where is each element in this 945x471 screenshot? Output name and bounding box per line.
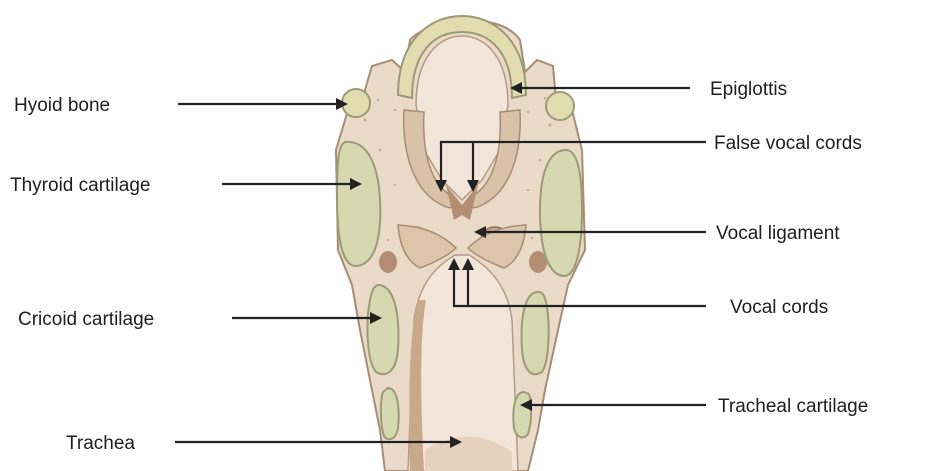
label-cricoid-cartilage: Cricoid cartilage [18,309,154,330]
hyoid-bone-left [342,89,370,117]
label-thyroid-cartilage: Thyroid cartilage [10,175,150,196]
cricoid-cartilage-left [368,285,399,374]
label-trachea: Trachea [66,433,135,454]
label-epiglottis: Epiglottis [710,79,787,100]
label-false-vocal-cords: False vocal cords [714,133,862,154]
label-hyoid-bone: Hyoid bone [14,95,110,116]
hyoid-bone-right [546,92,574,120]
cricoid-cartilage-right [522,292,549,374]
label-vocal-cords: Vocal cords [730,297,828,318]
tracheal-cartilage-right [513,392,531,437]
small-cartilage-left [379,251,397,273]
thyroid-cartilage-right [540,150,582,276]
label-tracheal-cartilage: Tracheal cartilage [718,396,868,417]
label-vocal-ligament: Vocal ligament [716,223,840,244]
tracheal-cartilage-left [381,388,399,439]
